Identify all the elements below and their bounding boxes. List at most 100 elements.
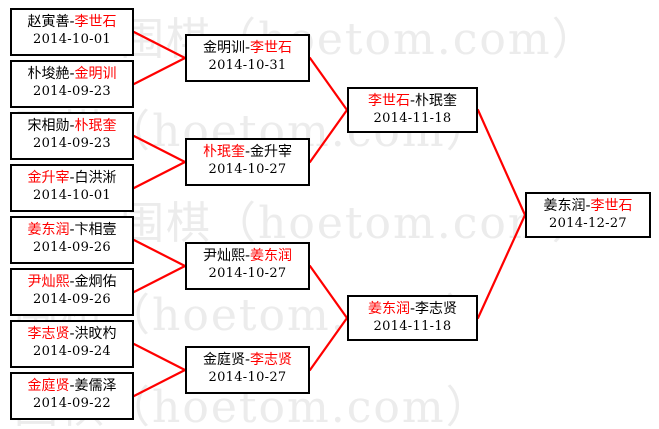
player-right: 卞相壹 (74, 222, 117, 238)
player-left: 姜东润 (367, 301, 410, 317)
match-date: 2014-10-27 (208, 162, 287, 177)
player-right: 姜儒泽 (74, 378, 117, 394)
match-players: 金升宰-白洪淅 (12, 169, 132, 187)
connector-line (308, 316, 349, 372)
player-separator: - (69, 378, 75, 394)
player-right: 金明训 (74, 66, 117, 82)
match-date: 2014-09-23 (33, 136, 111, 151)
match-players: 金庭贤-姜儒泽 (12, 377, 132, 395)
player-separator: - (69, 66, 75, 82)
match-date: 2014-09-23 (33, 84, 111, 99)
match-date: 2014-10-31 (208, 58, 287, 73)
connector-line (308, 264, 349, 320)
match-players: 朴珉奎-金升宰 (187, 143, 308, 161)
match-date: 2014-09-26 (33, 240, 111, 255)
player-right: 李志贤 (250, 352, 293, 368)
connector-line (132, 264, 187, 294)
match-date: 2014-09-24 (33, 344, 111, 359)
connector-line (132, 368, 187, 398)
player-left: 金庭贤 (27, 378, 70, 394)
match-date: 2014-10-27 (208, 266, 287, 281)
player-separator: - (69, 274, 75, 290)
match-players: 朴埈赩-金明训 (12, 65, 132, 83)
player-right: 朴珉奎 (74, 118, 117, 134)
player-left: 姜东润 (543, 198, 586, 214)
player-right: 李世石 (74, 14, 117, 30)
match-players: 李志贤-洪旼杓 (12, 325, 132, 343)
player-left: 姜东润 (27, 222, 70, 238)
player-separator: - (69, 14, 75, 30)
match-players: 姜东润-李志贤 (349, 300, 476, 318)
player-right: 金炯佑 (74, 274, 117, 290)
match-date: 2014-09-22 (33, 396, 111, 411)
player-left: 宋相勋 (27, 118, 70, 134)
match-players: 李世石-朴珉奎 (349, 92, 476, 110)
player-separator: - (244, 144, 251, 160)
player-right: 李世石 (590, 198, 633, 214)
match-date: 2014-10-01 (33, 188, 111, 203)
player-right: 金升宰 (250, 144, 293, 160)
connector-line (308, 108, 349, 164)
match-date: 2014-12-27 (549, 216, 627, 231)
match-date: 2014-11-18 (373, 111, 452, 126)
match-players: 尹灿熙-姜东润 (187, 247, 308, 265)
connector-line (132, 30, 187, 60)
match-players: 金明训-李世石 (187, 39, 308, 57)
match-date: 2014-11-18 (373, 319, 452, 334)
player-right: 洪旼杓 (74, 326, 117, 342)
player-left: 赵寅善 (27, 14, 70, 30)
player-left: 朴埈赩 (27, 66, 70, 82)
player-separator: - (69, 222, 75, 238)
player-left: 尹灿熙 (27, 274, 70, 290)
player-separator: - (244, 352, 251, 368)
player-right: 白洪淅 (74, 170, 117, 186)
player-right: 朴珉奎 (415, 93, 458, 109)
match-date: 2014-09-26 (33, 292, 111, 307)
match-players: 姜东润-卞相壹 (12, 221, 132, 239)
player-separator: - (409, 301, 416, 317)
player-separator: - (244, 40, 251, 56)
player-separator: - (409, 93, 416, 109)
player-separator: - (69, 118, 75, 134)
player-left: 金升宰 (27, 170, 70, 186)
player-left: 尹灿熙 (202, 248, 245, 264)
player-right: 李世石 (250, 40, 293, 56)
player-left: 金庭贤 (202, 352, 245, 368)
player-left: 朴珉奎 (202, 144, 245, 160)
player-separator: - (244, 248, 251, 264)
player-left: 李世石 (367, 93, 410, 109)
connector-line (476, 213, 527, 320)
match-date: 2014-10-01 (33, 32, 111, 47)
connector-line (132, 238, 187, 268)
connector-line (132, 134, 187, 164)
player-right: 姜东润 (250, 248, 293, 264)
connector-line (476, 108, 527, 217)
player-separator: - (585, 198, 591, 214)
player-left: 金明训 (202, 40, 245, 56)
match-players: 尹灿熙-金炯佑 (12, 273, 132, 291)
connector-line (132, 342, 187, 372)
player-separator: - (69, 170, 75, 186)
match-players: 赵寅善-李世石 (12, 13, 132, 31)
connector-line (308, 56, 349, 112)
match-players: 宋相勋-朴珉奎 (12, 117, 132, 135)
match-players: 姜东润-李世石 (527, 197, 649, 215)
connector-line (132, 160, 187, 190)
player-separator: - (69, 326, 75, 342)
